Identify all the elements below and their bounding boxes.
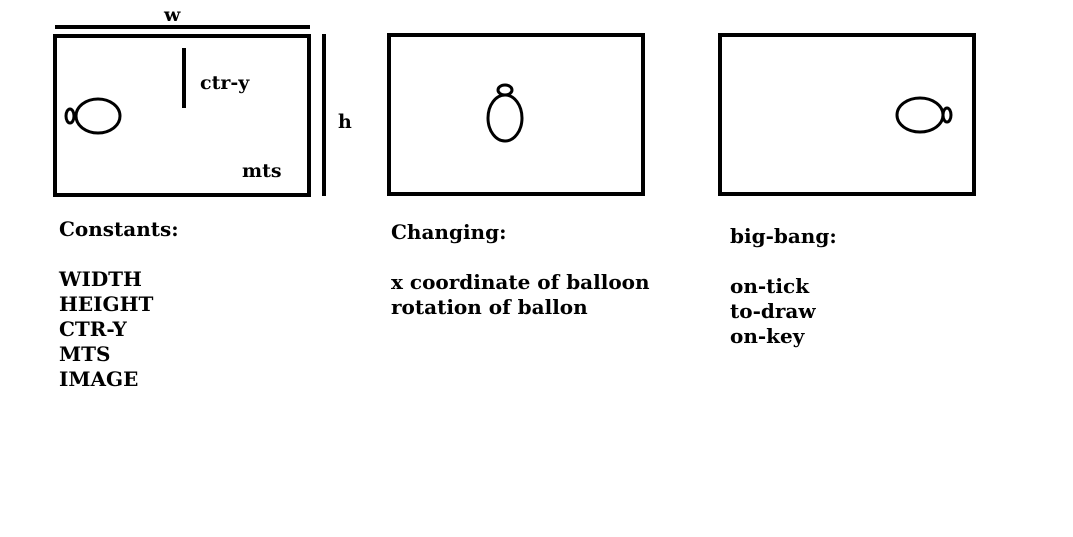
list-item: MTS [59, 342, 111, 366]
width-label: w [164, 4, 181, 26]
balloon-icon [64, 97, 122, 135]
constants-list: WIDTH HEIGHT CTR-Y MTS IMAGE [59, 267, 153, 392]
big-bang-heading: big-bang: [730, 224, 837, 248]
changing-heading: Changing: [391, 220, 507, 244]
list-item: CTR-Y [59, 317, 127, 341]
list-item: x coordinate of balloon [391, 270, 650, 294]
list-item: to-draw [730, 299, 816, 323]
big-bang-list: on-tick to-draw on-key [730, 274, 816, 349]
balloon-rotated-icon [486, 83, 524, 143]
list-item: on-tick [730, 274, 810, 298]
scene-frame-3 [718, 33, 976, 196]
scene-frame-2 [387, 33, 645, 196]
mts-label: mts [242, 160, 282, 182]
list-item: on-key [730, 324, 805, 348]
list-item: HEIGHT [59, 292, 154, 316]
scene-frame-1 [53, 34, 311, 197]
list-item: IMAGE [59, 367, 139, 391]
height-label: h [338, 111, 352, 133]
list-item: WIDTH [59, 267, 142, 291]
list-item: rotation of ballon [391, 295, 588, 319]
constants-heading: Constants: [59, 217, 179, 241]
balloon-moved-icon [895, 96, 953, 134]
changing-list: x coordinate of balloon rotation of ball… [391, 270, 650, 320]
ctr-y-label: ctr-y [200, 72, 250, 94]
